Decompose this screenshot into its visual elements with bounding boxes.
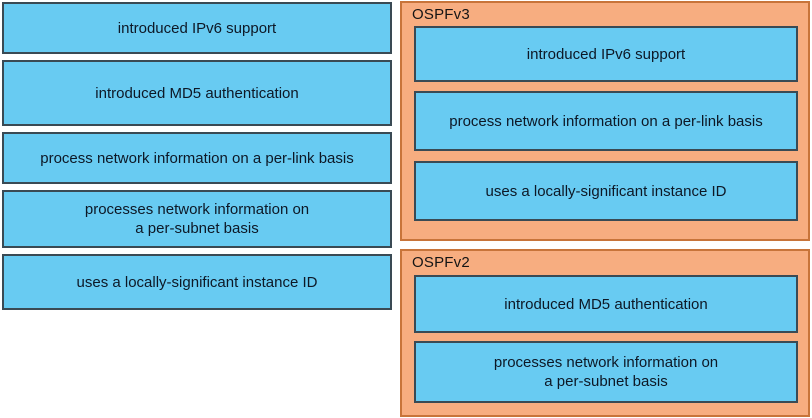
- answer-choice-item[interactable]: introduced IPv6 support: [2, 2, 392, 54]
- panel-title-ospfv2: OSPFv2: [412, 254, 470, 271]
- dropped-item[interactable]: process network information on a per-lin…: [414, 91, 798, 151]
- answer-choice-item[interactable]: process network information on a per-lin…: [2, 132, 392, 184]
- answer-choices-column: introduced IPv6 support introduced MD5 a…: [0, 0, 394, 418]
- answer-choice-item[interactable]: introduced MD5 authentication: [2, 60, 392, 126]
- drop-zone-ospfv2[interactable]: OSPFv2 introduced MD5 authentication pro…: [400, 249, 810, 417]
- dropped-item[interactable]: uses a locally-significant instance ID: [414, 161, 798, 221]
- answer-choice-item[interactable]: uses a locally-significant instance ID: [2, 254, 392, 310]
- dropped-item[interactable]: introduced MD5 authentication: [414, 275, 798, 333]
- dropped-item[interactable]: introduced IPv6 support: [414, 26, 798, 82]
- drop-zone-ospfv3[interactable]: OSPFv3 introduced IPv6 support process n…: [400, 1, 810, 241]
- dropped-item[interactable]: processes network information on a per-s…: [414, 341, 798, 403]
- answer-choice-item[interactable]: processes network information on a per-s…: [2, 190, 392, 248]
- panel-title-ospfv3: OSPFv3: [412, 6, 470, 23]
